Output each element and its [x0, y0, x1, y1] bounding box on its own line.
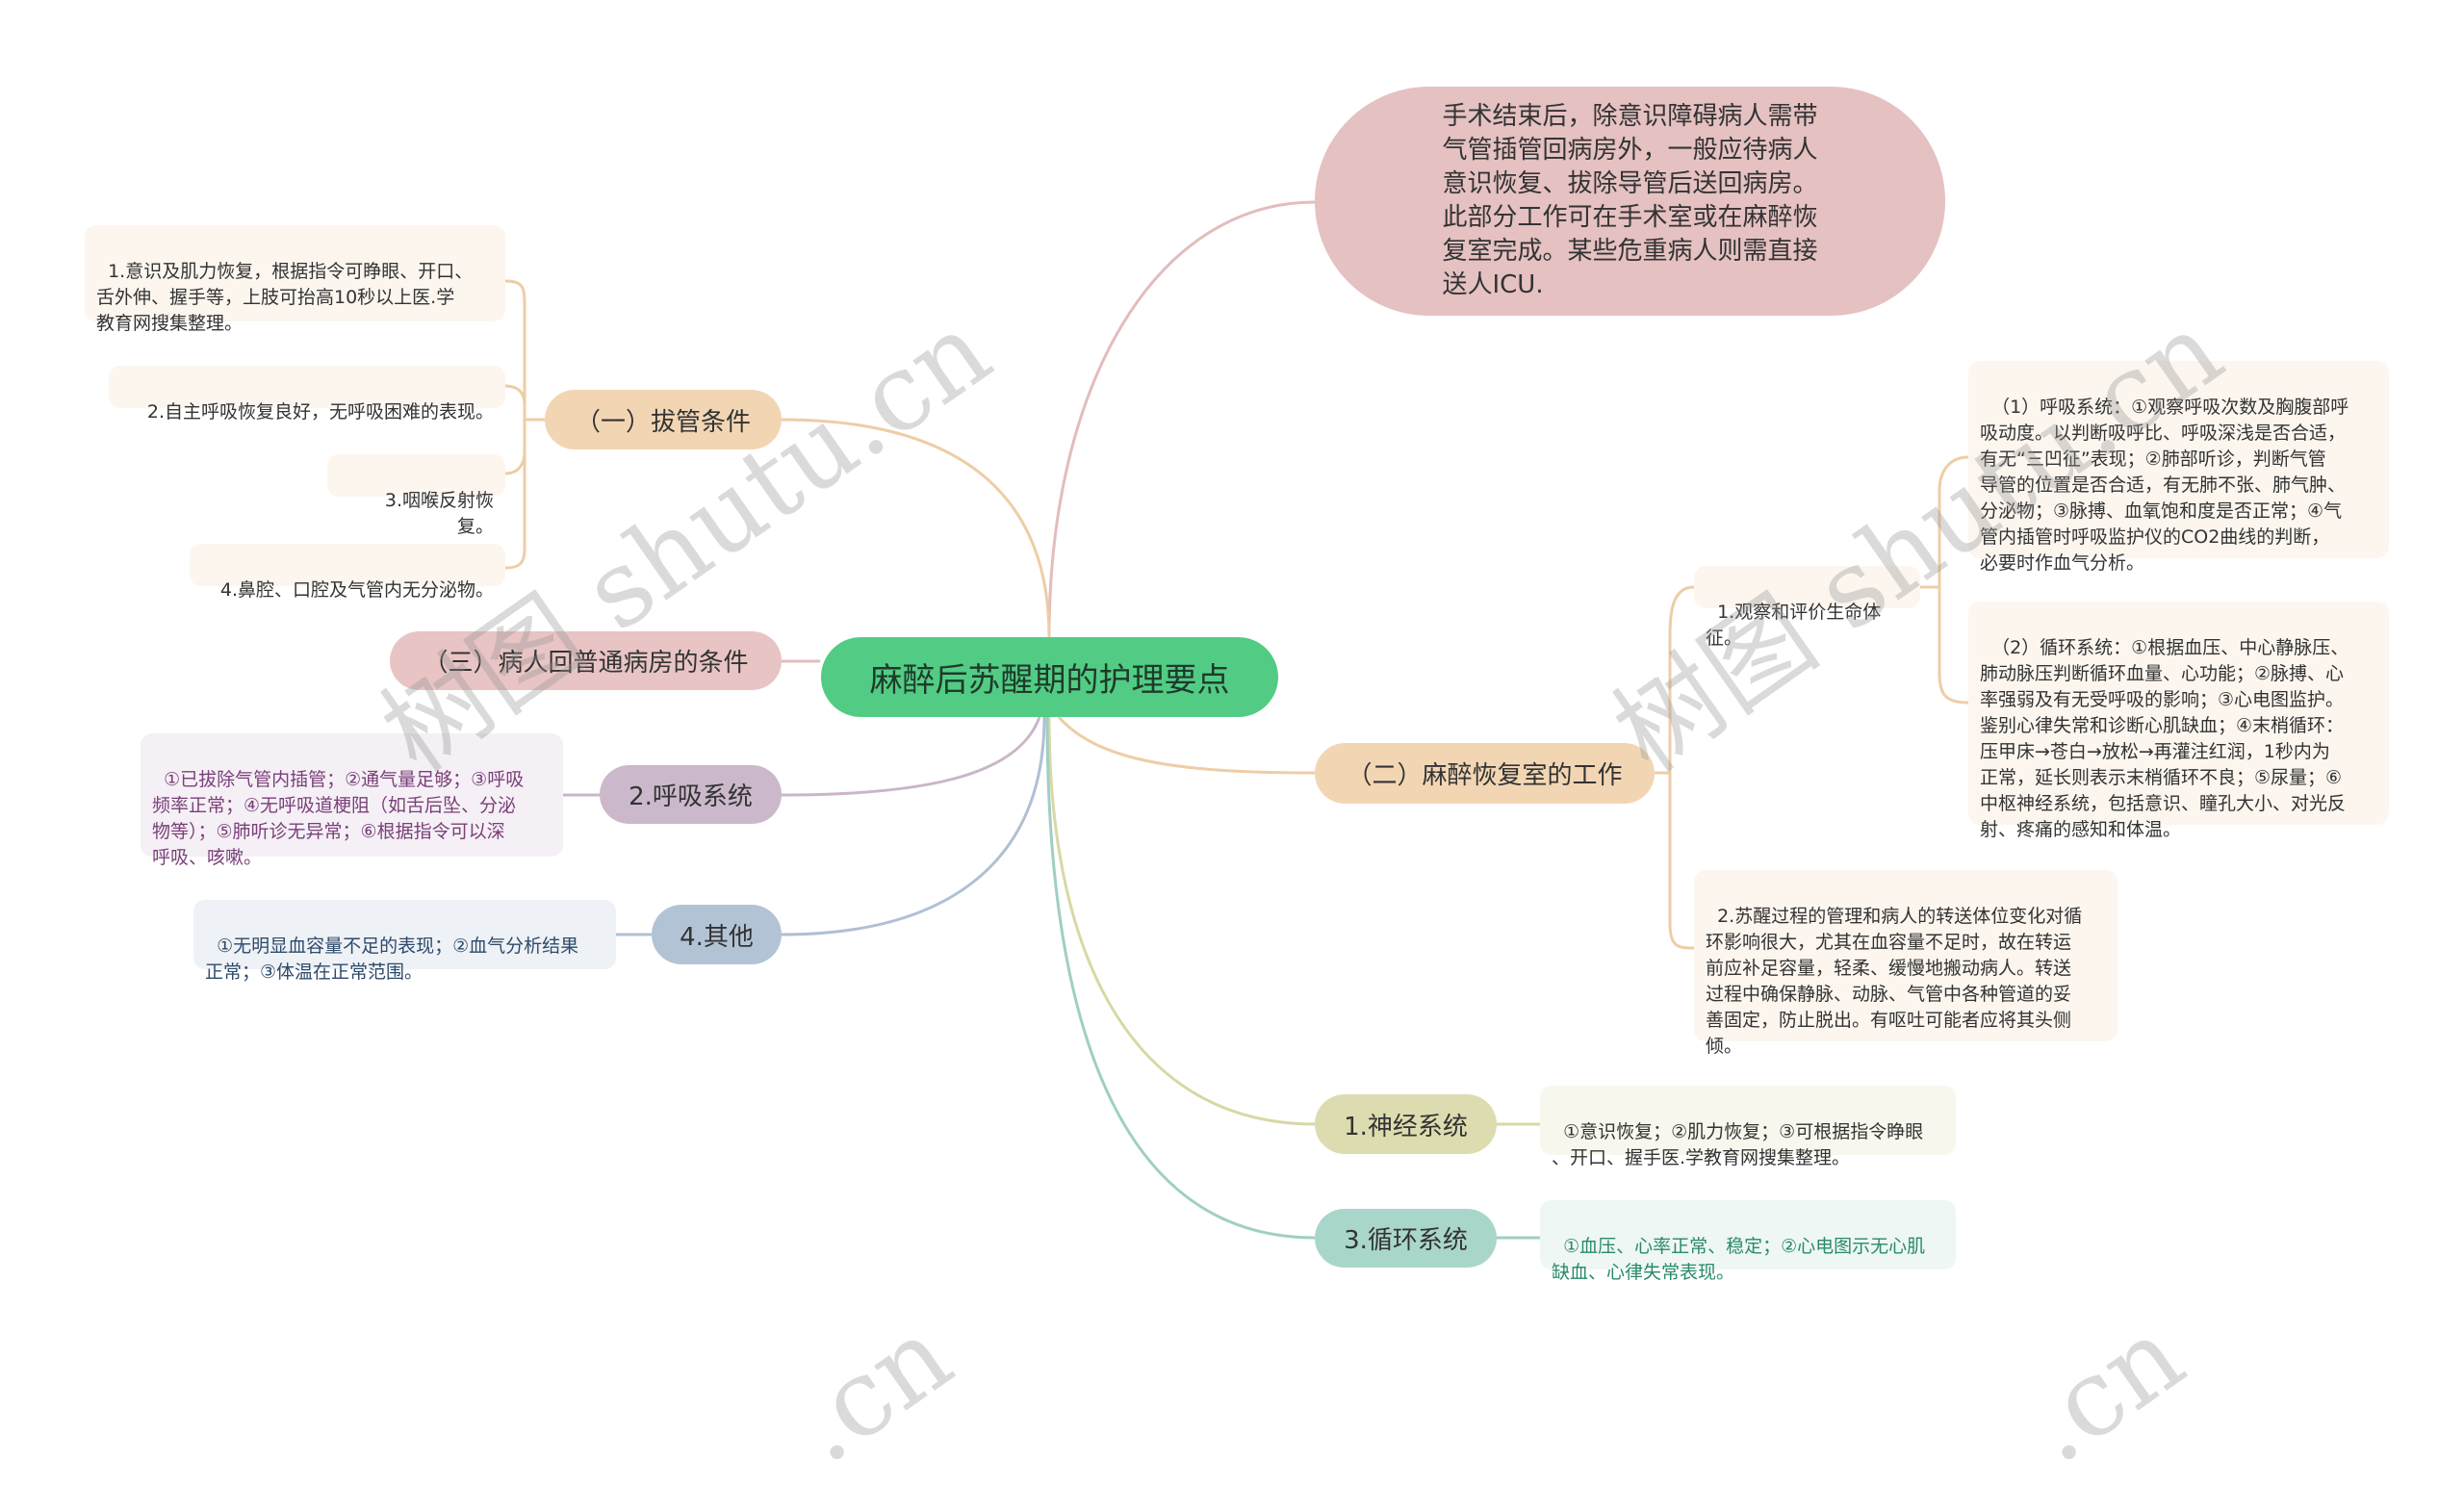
extubation-item-1[interactable]: 1.意识及肌力恢复，根据指令可睁眼、开口、 舌外伸、握手等，上肢可抬高10秒以上…	[85, 225, 505, 334]
topic-other-label: 4.其他	[680, 922, 754, 952]
topic-other[interactable]: 4.其他	[652, 905, 782, 964]
recovery-sub-transfer-text: 2.苏醒过程的管理和病人的转送体位变化对循 环影响很大，尤其在血容量不足时，故在…	[1706, 906, 2083, 1057]
topic-circulatory-system[interactable]: 3.循环系统	[1315, 1209, 1497, 1268]
connector-lines	[504, 200, 1969, 1240]
recovery-sub-transfer[interactable]: 2.苏醒过程的管理和病人的转送体位变化对循 环影响很大，尤其在血容量不足时，故在…	[1694, 870, 2118, 1057]
extubation-item-3[interactable]: 3.咽喉反射恢复。	[327, 454, 505, 537]
other-detail[interactable]: ①无明显血容量不足的表现；②血气分析结果 正常；③体温在正常范围。	[193, 900, 616, 983]
other-detail-text: ①无明显血容量不足的表现；②血气分析结果 正常；③体温在正常范围。	[205, 936, 579, 983]
topic-recovery-room-label: （二）麻醉恢复室的工作	[1347, 761, 1623, 790]
topic-circulatory-label: 3.循环系统	[1344, 1226, 1468, 1255]
recovery-sub-vital-signs[interactable]: 1.观察和评价生命体征。	[1694, 566, 1920, 649]
circulatory-detail[interactable]: ①血压、心率正常、稳定；②心电图示无心肌 缺血、心律失常表现。	[1540, 1200, 1956, 1283]
extubation-item-2[interactable]: 2.自主呼吸恢复良好，无呼吸困难的表现。	[109, 366, 505, 423]
topic-ward-return-label: （三）病人回普通病房的条件	[423, 649, 749, 678]
topic-recovery-room-work[interactable]: （二）麻醉恢复室的工作	[1315, 743, 1655, 804]
nervous-detail[interactable]: ①意识恢复；②肌力恢复；③可根据指令睁眼 、开口、握手医.学教育网搜集整理。	[1540, 1086, 1956, 1168]
intro-text: 手术结束后，除意识障碍病人需带 气管插管回病房外，一般应待病人 意识恢复、拔除导…	[1442, 102, 1818, 299]
respiratory-detail[interactable]: ①已拔除气管内插管；②通气量足够；③呼吸 频率正常；④无呼吸道梗阻（如舌后坠、分…	[141, 733, 563, 868]
topic-nervous-system[interactable]: 1.神经系统	[1315, 1094, 1497, 1154]
central-topic-label: 麻醉后苏醒期的护理要点	[869, 661, 1230, 700]
topic-respiratory-label: 2.呼吸系统	[629, 782, 753, 811]
central-topic[interactable]: 麻醉后苏醒期的护理要点	[821, 637, 1278, 717]
topic-extubation-label: （一）拔管条件	[575, 407, 751, 437]
extubation-item-4[interactable]: 4.鼻腔、口腔及气管内无分泌物。	[190, 544, 505, 601]
extubation-item-2-text: 2.自主呼吸恢复良好，无呼吸困难的表现。	[146, 401, 494, 423]
extubation-item-4-text: 4.鼻腔、口腔及气管内无分泌物。	[219, 579, 494, 601]
respiratory-detail-text: ①已拔除气管内插管；②通气量足够；③呼吸 频率正常；④无呼吸道梗阻（如舌后坠、分…	[152, 769, 525, 868]
extubation-item-1-text: 1.意识及肌力恢复，根据指令可睁眼、开口、 舌外伸、握手等，上肢可抬高10秒以上…	[96, 261, 474, 334]
vital-signs-circulation-text: （2）循环系统：①根据血压、中心静脉压、 肺动脉压判断循环血量、心功能；②脉搏、…	[1980, 637, 2349, 840]
vital-signs-respiratory[interactable]: （1）呼吸系统：①观察呼吸次数及胸腹部呼 吸动度。以判断吸呼比、呼吸深浅是否合适…	[1968, 361, 2389, 574]
extubation-item-3-text: 3.咽喉反射恢复。	[384, 490, 494, 537]
nervous-detail-text: ①意识恢复；②肌力恢复；③可根据指令睁眼 、开口、握手医.学教育网搜集整理。	[1552, 1121, 1924, 1168]
vital-signs-respiratory-text: （1）呼吸系统：①观察呼吸次数及胸腹部呼 吸动度。以判断吸呼比、呼吸深浅是否合适…	[1980, 397, 2349, 574]
recovery-sub-vital-signs-text: 1.观察和评价生命体征。	[1706, 602, 1882, 649]
intro-node[interactable]: 手术结束后，除意识障碍病人需带 气管插管回病房外，一般应待病人 意识恢复、拔除导…	[1315, 87, 1945, 316]
topic-extubation-conditions[interactable]: （一）拔管条件	[545, 390, 782, 449]
topic-respiratory-system[interactable]: 2.呼吸系统	[600, 765, 782, 824]
topic-nervous-label: 1.神经系统	[1344, 1112, 1468, 1141]
circulatory-detail-text: ①血压、心率正常、稳定；②心电图示无心肌 缺血、心律失常表现。	[1552, 1236, 1926, 1283]
topic-ward-return-conditions[interactable]: （三）病人回普通病房的条件	[390, 631, 782, 690]
vital-signs-circulation[interactable]: （2）循环系统：①根据血压、中心静脉压、 肺动脉压判断循环血量、心功能；②脉搏、…	[1968, 602, 2389, 840]
